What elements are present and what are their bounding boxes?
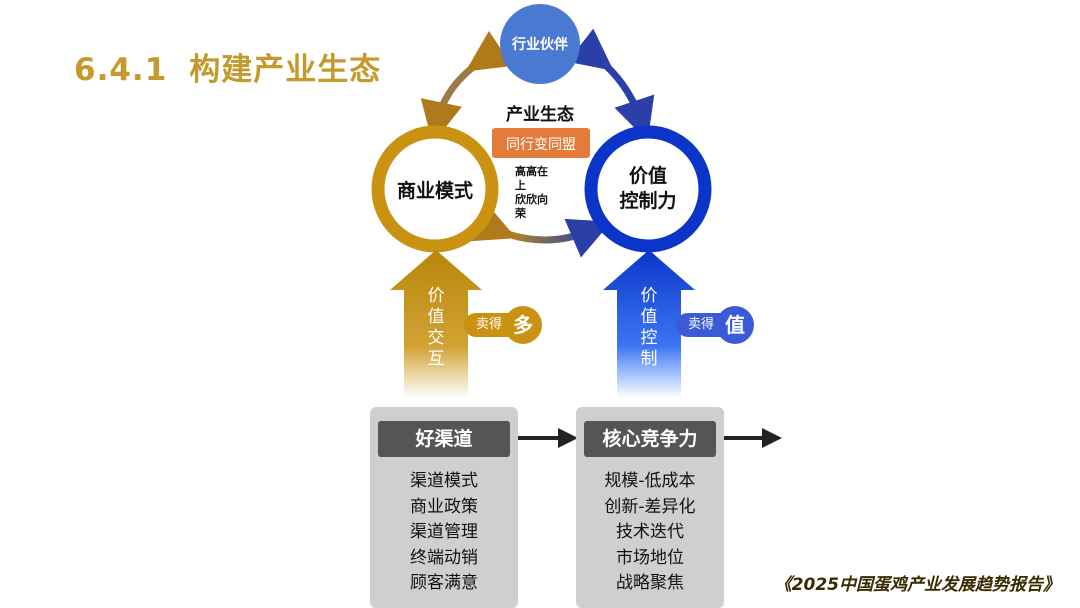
list-item: 战略聚焦	[616, 573, 684, 593]
value-control-line-2: 控制力	[619, 190, 677, 212]
arrow-partners-value	[567, 28, 655, 141]
list-item: 终端动销	[410, 547, 478, 568]
right-arrow-char: 价	[640, 286, 658, 306]
channel-panel-header: 好渠道	[378, 421, 510, 457]
competitiveness-panel: 核心竞争力 规模-低成本 创新-差异化 技术迭代 市场地位 战略聚焦	[576, 407, 724, 608]
right-arrow-char: 值	[640, 307, 658, 327]
center-small-text: 高高在 上 欣欣向 荣	[515, 165, 548, 221]
small-text-line: 上	[515, 179, 526, 192]
right-badge-pill: 卖得	[676, 313, 723, 337]
list-item: 创新-差异化	[604, 496, 696, 517]
value-control-node	[584, 125, 712, 253]
list-item: 技术迭代	[616, 522, 684, 542]
right-badge: 卖得 值	[676, 306, 755, 344]
right-badge-dot: 值	[716, 306, 755, 344]
competitiveness-list: 规模-低成本 创新-差异化 技术迭代 市场地位 战略聚焦	[576, 469, 724, 597]
left-up-arrow	[390, 250, 482, 398]
business-model-label: 商业模式	[396, 180, 473, 202]
right-up-arrow	[603, 250, 695, 398]
value-control-label: 价值 控制力	[598, 164, 698, 214]
left-arrow-char: 值	[427, 307, 445, 327]
center-tag-bg	[492, 128, 590, 158]
section-title: 构建产业生态	[189, 52, 382, 88]
partners-node	[500, 4, 580, 84]
list-item: 市场地位	[616, 547, 684, 568]
arrow-partners-business	[420, 30, 513, 144]
small-text-line: 荣	[515, 207, 526, 220]
list-item: 顾客满意	[410, 573, 478, 593]
page-title: 6.4.1 构建产业生态	[74, 44, 381, 89]
left-arrow-char: 交	[427, 328, 445, 348]
list-item: 商业政策	[410, 496, 478, 517]
left-badge-dot: 多	[504, 306, 543, 344]
left-arrow-char: 价	[427, 286, 445, 306]
arrow-business-value	[469, 202, 612, 258]
right-arrow-text: 价 值 控 制	[634, 286, 664, 370]
channel-list: 渠道模式 商业政策 渠道管理 终端动销 顾客满意	[370, 469, 518, 597]
small-text-line: 欣欣向	[515, 193, 548, 206]
list-item: 规模-低成本	[604, 471, 696, 491]
list-item: 渠道管理	[410, 522, 478, 542]
right-arrow-char: 控	[640, 328, 658, 348]
left-badge: 卖得 多	[464, 306, 543, 344]
left-badge-pill: 卖得	[464, 313, 511, 337]
competitiveness-panel-header: 核心竞争力	[584, 421, 716, 457]
report-source: 《2025中国蛋鸡产业发展趋势报告》	[774, 575, 1060, 595]
partners-label: 行业伙伴	[512, 37, 568, 53]
ecosystem-label: 产业生态	[506, 105, 574, 125]
section-number: 6.4.1	[74, 52, 168, 88]
left-arrow-char: 互	[427, 349, 445, 369]
list-item: 渠道模式	[410, 471, 478, 491]
center-tag: 同行变同盟	[506, 137, 576, 153]
channel-panel: 好渠道 渠道模式 商业政策 渠道管理 终端动销 顾客满意	[370, 407, 518, 608]
business-model-node	[371, 125, 499, 253]
value-control-line-1: 价值	[628, 165, 667, 187]
left-arrow-text: 价 值 交 互	[421, 286, 451, 370]
small-text-line: 高高在	[515, 165, 548, 178]
right-arrow-char: 制	[640, 349, 658, 369]
